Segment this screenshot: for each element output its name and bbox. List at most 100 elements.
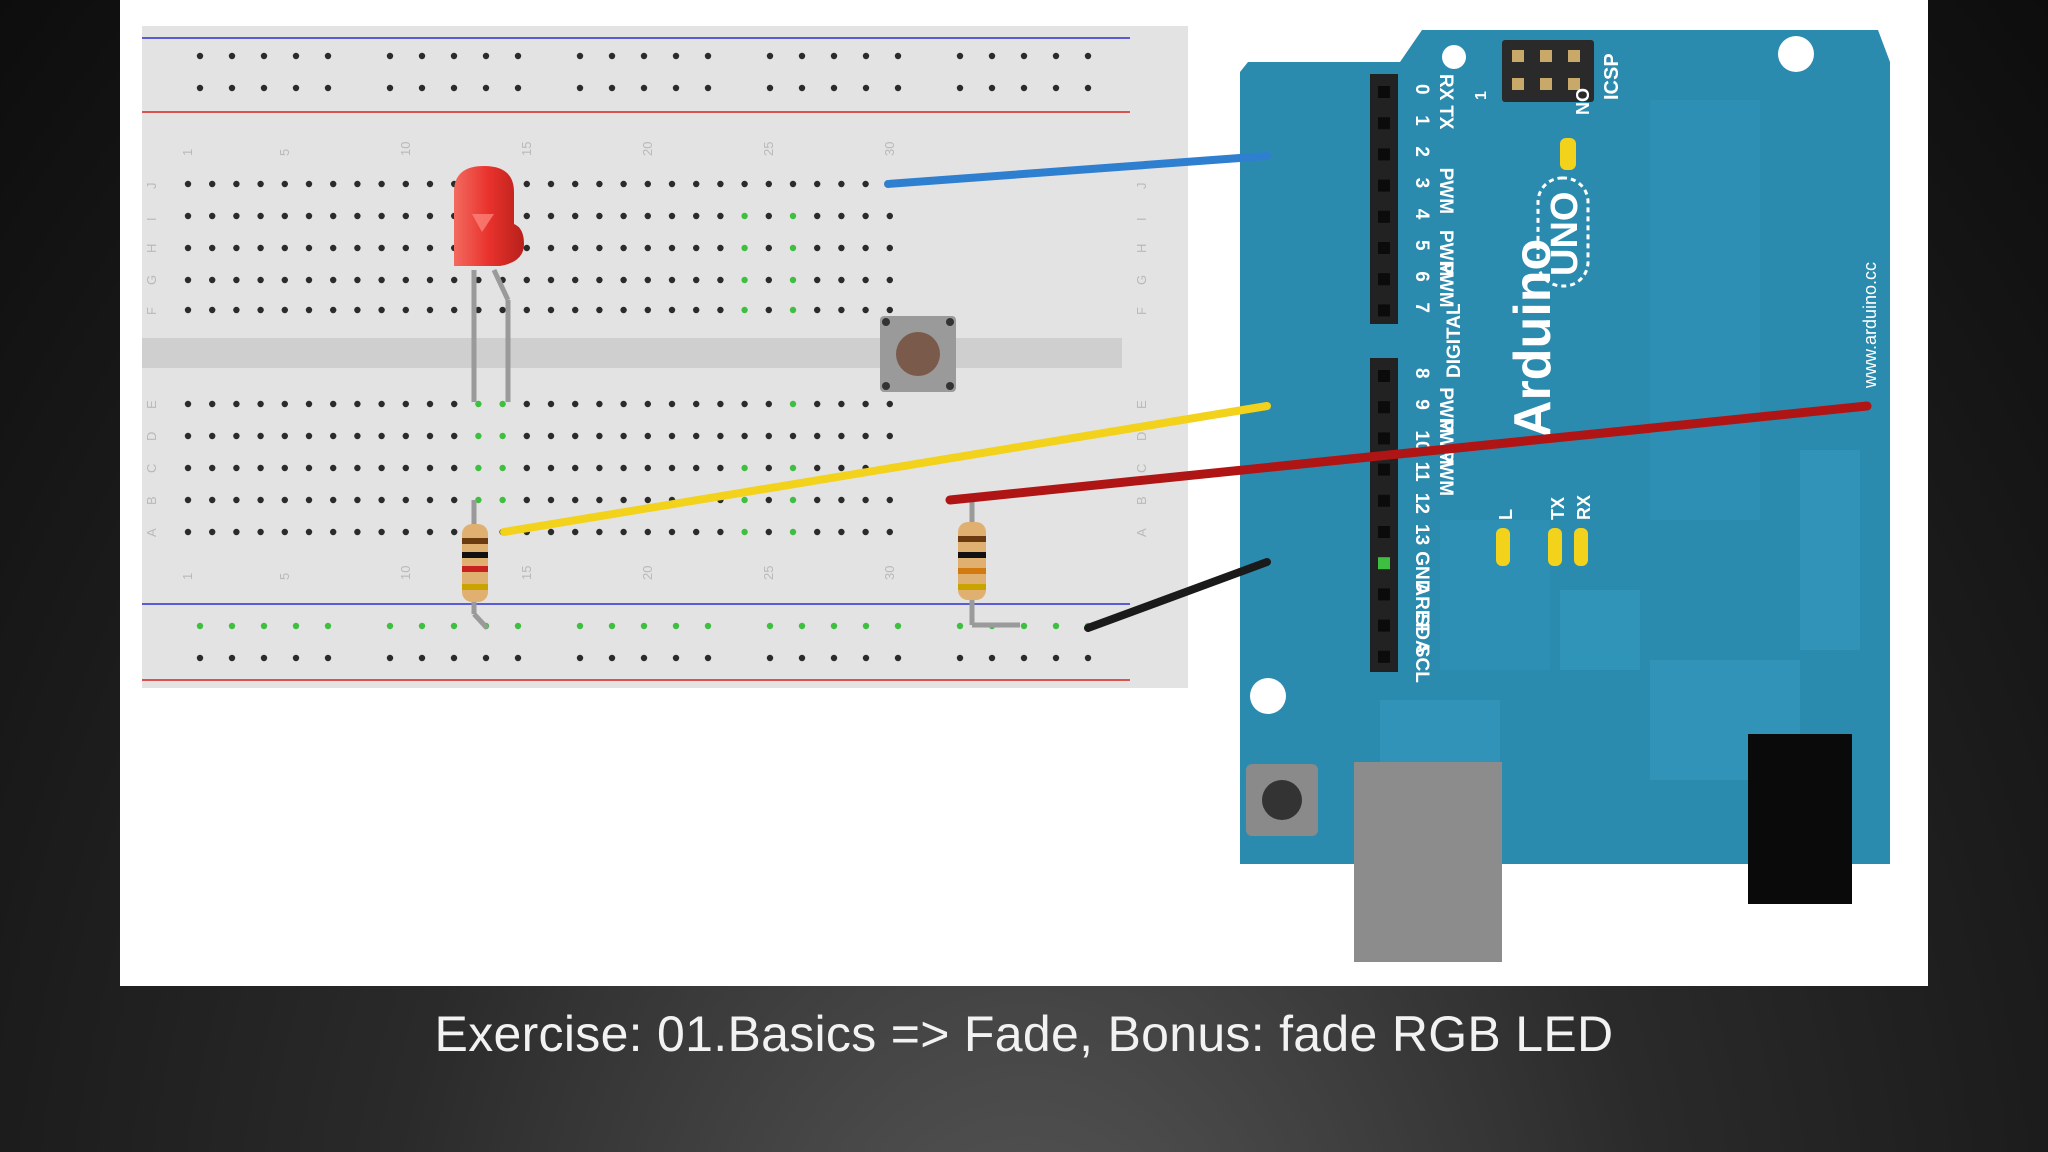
- rail-hole: [514, 654, 522, 662]
- rail-hole: [292, 622, 300, 630]
- rail-hole: [450, 84, 458, 92]
- breadboard-hole: [475, 432, 482, 440]
- breadboard-hole: [547, 528, 555, 536]
- digital-pin-tag: PWM: [1435, 387, 1456, 433]
- pushbutton[interactable]: [880, 316, 956, 392]
- breadboard-hole: [814, 528, 821, 536]
- breadboard-hole: [354, 400, 361, 408]
- rail-hole: [324, 84, 332, 92]
- breadboard-hole: [209, 432, 216, 440]
- usb-connector: [1354, 762, 1502, 962]
- breadboard-hole: [523, 432, 530, 440]
- power-jack: [1748, 734, 1852, 904]
- breadboard-hole: [789, 180, 797, 188]
- digital-pin-tag: RX: [1435, 74, 1456, 101]
- rail-hole: [1084, 654, 1092, 662]
- breadboard-hole: [572, 306, 579, 314]
- breadboard-hole: [620, 496, 627, 504]
- breadboard-hole: [789, 528, 797, 536]
- rail-hole: [260, 84, 268, 92]
- yellow-wire: [500, 402, 1271, 536]
- rail-hole: [1020, 654, 1028, 662]
- rail-hole: [482, 84, 490, 92]
- icsp-label: ICSP: [1601, 53, 1623, 100]
- digital-pin-number: 4: [1411, 209, 1432, 220]
- breadboard-hole: [596, 400, 603, 408]
- rail-hole: [1052, 52, 1060, 60]
- breadboard-hole: [305, 306, 313, 314]
- breadboard-hole: [233, 180, 240, 188]
- breadboard-hole: [838, 432, 845, 440]
- rail-hole: [640, 654, 648, 662]
- website-label: www.arduino.cc: [1860, 262, 1880, 389]
- rail-hole: [608, 52, 616, 60]
- breadboard-hole: [886, 276, 893, 284]
- icsp-pin: [1512, 50, 1524, 62]
- breadboard-hole: [233, 306, 240, 314]
- breadboard-hole: [741, 212, 748, 220]
- breadboard-hole: [281, 212, 288, 220]
- breadboard-hole: [402, 276, 409, 284]
- breadboard-hole: [717, 180, 724, 188]
- breadboard-hole: [184, 528, 192, 536]
- rail-hole: [196, 52, 204, 60]
- icsp-pin: [1568, 78, 1580, 90]
- breadboard-hole: [717, 432, 724, 440]
- rail-hole: [324, 52, 332, 60]
- digital-pin-number: 10: [1411, 430, 1432, 451]
- breadboard-hole: [862, 432, 869, 440]
- breadboard-hole: [644, 212, 651, 220]
- breadboard-hole: [644, 276, 651, 284]
- column-number: 25: [761, 142, 776, 156]
- breadboard-hole: [426, 528, 434, 536]
- breadboard-hole: [451, 528, 458, 536]
- breadboard-hole: [499, 464, 506, 472]
- header-pin: [1378, 557, 1390, 570]
- breadboard-hole: [330, 244, 337, 252]
- breadboard-hole: [378, 464, 385, 472]
- breadboard-hole: [305, 212, 313, 220]
- breadboard-hole: [330, 400, 337, 408]
- breadboard-hole: [209, 306, 216, 314]
- row-letter: A: [144, 528, 159, 537]
- breadboard-hole: [693, 464, 700, 472]
- breadboard-hole: [572, 528, 579, 536]
- breadboard-hole: [838, 306, 845, 314]
- rail-hole: [1020, 84, 1028, 92]
- breadboard-hole: [886, 212, 893, 220]
- breadboard-hole: [838, 212, 845, 220]
- digital-pin: [1378, 148, 1390, 161]
- breadboard-hole: [572, 276, 579, 284]
- breadboard-hole: [838, 400, 845, 408]
- slide-caption: Exercise: 01.Basics => Fade, Bonus: fade…: [434, 1006, 1614, 1062]
- digital-pin: [1378, 86, 1390, 98]
- resistor-led: [462, 500, 489, 630]
- breadboard-hole: [281, 496, 288, 504]
- mounting-hole: [1778, 36, 1814, 72]
- rail-hole: [862, 84, 870, 92]
- column-number: 30: [882, 142, 897, 156]
- rail-hole: [988, 654, 996, 662]
- breadboard-hole: [257, 528, 264, 536]
- breadboard-hole: [765, 180, 772, 188]
- breadboard-hole: [402, 432, 409, 440]
- breadboard-hole: [741, 400, 748, 408]
- rail-hole: [324, 654, 332, 662]
- breadboard-hole: [426, 180, 434, 188]
- icsp-pin: [1512, 78, 1524, 90]
- rail-hole: [1084, 52, 1092, 60]
- rail-hole: [450, 654, 458, 662]
- breadboard-hole: [499, 496, 506, 504]
- breadboard-hole: [668, 528, 676, 536]
- breadboard-hole: [426, 276, 434, 284]
- rx-led: [1574, 528, 1588, 566]
- breadboard-hole: [499, 432, 506, 440]
- breadboard-hole: [814, 400, 821, 408]
- breadboard-hole: [668, 244, 676, 252]
- rail-hole: [704, 622, 712, 630]
- rail-hole: [862, 654, 870, 662]
- breadboard-hole: [668, 180, 676, 188]
- rail-hole: [196, 654, 204, 662]
